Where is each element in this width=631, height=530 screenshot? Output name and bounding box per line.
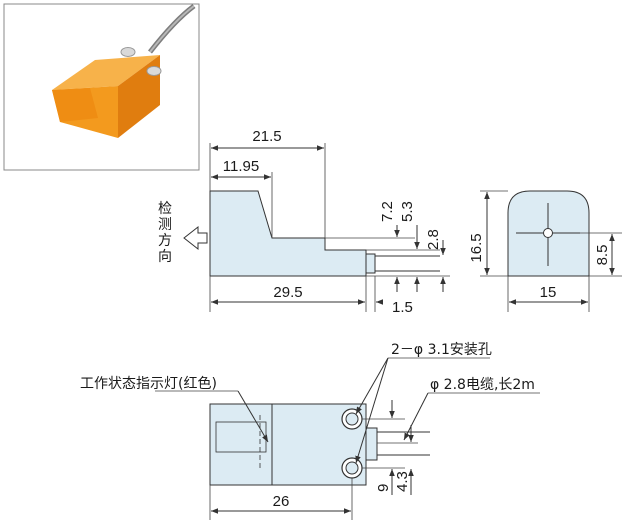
dim-16-5: 16.5 xyxy=(468,233,485,262)
dim-21-5: 21.5 xyxy=(252,128,281,145)
dim-29-5: 29.5 xyxy=(273,284,302,301)
dim-4-3: 4.3 xyxy=(394,471,411,492)
top-view-labels: 工作状态指示灯(红色) 2－φ 3.1安装孔 φ 2.8电缆,长2m 26 9 … xyxy=(80,342,535,510)
dim-1-5: 1.5 xyxy=(392,299,413,316)
top-view xyxy=(155,357,540,520)
direction-char-2: 测 xyxy=(158,217,172,233)
side-view-labels: 21.5 11.95 29.5 1.5 7.2 5.3 2.8 检 测 方 向 xyxy=(158,128,442,316)
indicator-label: 工作状态指示灯(红色) xyxy=(80,375,217,392)
direction-char-4: 向 xyxy=(158,249,172,265)
product-photo xyxy=(3,3,200,171)
dim-15: 15 xyxy=(540,284,557,301)
direction-char-3: 方 xyxy=(158,233,172,249)
dim-2-8: 2.8 xyxy=(425,229,442,250)
side-view xyxy=(183,143,450,312)
dim-26: 26 xyxy=(273,493,290,510)
dim-7-2: 7.2 xyxy=(379,201,396,222)
dim-11-95: 11.95 xyxy=(223,158,259,175)
holes-label: 2－φ 3.1安装孔 xyxy=(391,342,492,358)
cable-label: φ 2.8电缆,长2m xyxy=(430,377,535,393)
front-view-labels: 16.5 8.5 15 xyxy=(468,233,611,301)
front-view xyxy=(480,190,622,312)
dim-5-3: 5.3 xyxy=(399,201,416,222)
dim-9: 9 xyxy=(375,484,392,492)
direction-char-1: 检 xyxy=(158,201,172,217)
detection-direction-arrow xyxy=(183,225,208,251)
dim-8-5: 8.5 xyxy=(594,245,611,266)
